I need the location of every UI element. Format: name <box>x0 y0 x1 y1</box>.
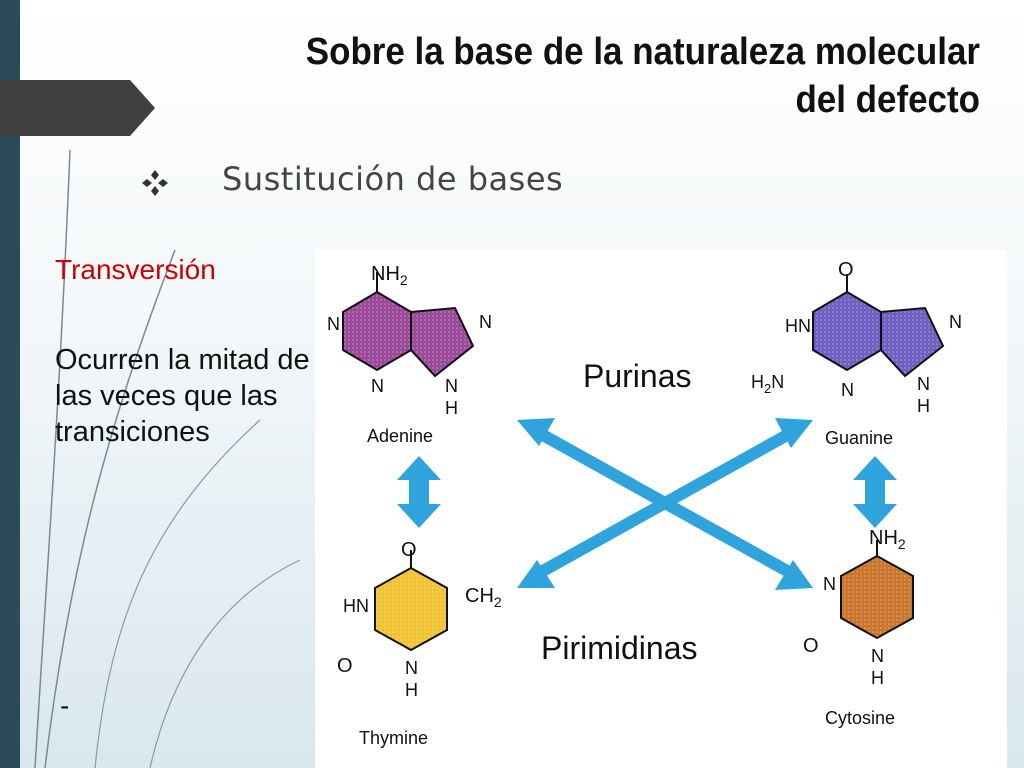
svg-text:CH2: CH2 <box>465 585 502 610</box>
dash-mark: - <box>60 690 70 721</box>
transition-arrow-right <box>853 456 897 528</box>
svg-text:N: N <box>871 646 884 666</box>
svg-text:N: N <box>327 314 340 334</box>
svg-text:N: N <box>949 312 962 332</box>
svg-text:O: O <box>838 259 854 281</box>
pirimidinas-label: Pirimidinas <box>541 630 698 666</box>
arrowhead-bottom-right <box>775 560 813 590</box>
svg-text:NH2: NH2 <box>869 527 906 552</box>
guanine-name: Guanine <box>825 428 893 448</box>
title-arrow-tab <box>0 80 155 136</box>
title-line-2: del defecto <box>795 79 980 121</box>
bullet-text: Sustitución de bases <box>222 160 564 198</box>
svg-text:H: H <box>917 396 930 416</box>
thymine-molecule: O HN CH2 O N H Thymine <box>337 539 502 748</box>
svg-text:H: H <box>445 398 458 418</box>
svg-text:H2N: H2N <box>751 372 784 396</box>
svg-text:N: N <box>445 376 458 396</box>
svg-text:N: N <box>479 312 492 332</box>
adenine-molecule: NH2 N N N N H Adenine <box>327 263 492 446</box>
transversion-label: Transversión <box>55 254 216 285</box>
svg-text:N: N <box>917 374 930 394</box>
arrowhead-top-left <box>517 418 555 446</box>
svg-text:H: H <box>405 680 418 700</box>
svg-text:O: O <box>401 539 417 561</box>
svg-text:HN: HN <box>785 316 811 336</box>
left-sidebar-bar <box>0 0 20 768</box>
transition-arrow-left <box>397 456 441 528</box>
guanine-molecule: O HN H2N N N N H Guanine <box>751 259 962 448</box>
svg-text:N: N <box>841 380 854 400</box>
svg-text:O: O <box>803 635 819 657</box>
cytosine-name: Cytosine <box>825 708 895 728</box>
arrowhead-top-right <box>775 418 813 448</box>
svg-text:N: N <box>405 658 418 678</box>
nucleobase-figure: NH2 N N N N H Adenine O HN H2N N N N H G… <box>315 250 1007 768</box>
diamond-bullet-icon <box>142 170 168 196</box>
description-text: Ocurren la mitad de las veces que las tr… <box>55 344 310 448</box>
adenine-name: Adenine <box>367 426 433 446</box>
title-line-1: Sobre la base de la naturaleza molecular <box>305 31 980 73</box>
svg-text:N: N <box>823 574 836 594</box>
purinas-label: Purinas <box>583 358 692 394</box>
thymine-name: Thymine <box>359 728 428 748</box>
transversion-cross-arrows <box>538 428 792 578</box>
slide-title: Sobre la base de la naturaleza molecular… <box>226 28 980 124</box>
svg-text:N: N <box>371 376 384 396</box>
arrowhead-bottom-left <box>517 560 555 588</box>
svg-text:O: O <box>337 655 353 677</box>
svg-text:H: H <box>871 668 884 688</box>
svg-text:NH2: NH2 <box>371 263 408 288</box>
svg-text:HN: HN <box>343 596 369 616</box>
cytosine-molecule: NH2 N O N H Cytosine <box>803 527 914 728</box>
